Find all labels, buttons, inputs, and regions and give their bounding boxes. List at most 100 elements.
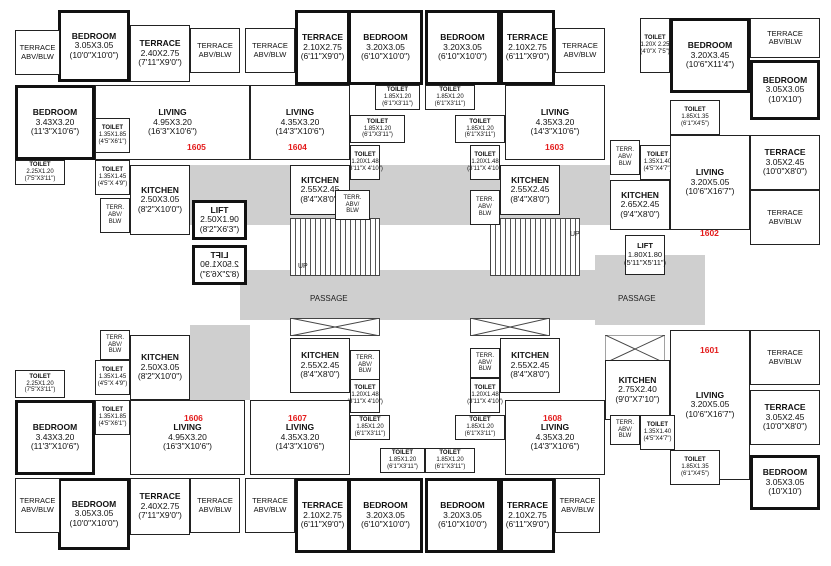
- terrace-abv-text: TERRACE: [197, 41, 233, 51]
- room-dim: 1.85X1.20: [383, 94, 412, 101]
- terr-abv-blw: TERR.ABV/BLW: [350, 350, 380, 380]
- room-imp: (10'X10'): [768, 486, 802, 497]
- terr-abv-text: ABV/: [108, 341, 122, 348]
- terrace-abv-text: ABV/BLW: [21, 51, 54, 61]
- room-name: TERRACE: [506, 32, 549, 43]
- room-name: TERRACE: [301, 32, 344, 43]
- room-name: KITCHEN: [141, 184, 179, 195]
- terr-abv-text: TERR.: [356, 354, 374, 361]
- room-dim: 2.25X1.20: [26, 169, 54, 176]
- room-name: LIVING: [540, 107, 570, 118]
- room-name: LIVING: [540, 422, 570, 433]
- room-imp: (6'1"X3'11"): [434, 463, 466, 470]
- room-name: TOILET: [644, 35, 666, 42]
- room-dim: 3.20X3.45: [690, 49, 730, 60]
- terrace-abv-text: TERRACE: [559, 496, 596, 506]
- terrace-abv-text: ABV/BLW: [198, 49, 232, 59]
- room-dim: 2.50X1.90: [200, 214, 239, 225]
- room-imp: (16'3"X10'6"): [148, 126, 197, 137]
- room-imp: (3'11"X 4'10"): [467, 165, 503, 172]
- room-imp: (14'3"X10'6"): [530, 441, 580, 452]
- room-name: BEDROOM: [687, 40, 733, 51]
- terr-abv-blw: TERR.ABV/BLW: [100, 198, 130, 233]
- room-imp: (14'3"X10'6"): [275, 126, 325, 137]
- room-dim: 1.35X1.40: [643, 429, 672, 436]
- terr-abv-blw: TERR.ABV/BLW: [470, 348, 500, 378]
- room-imp: (4'5"X4'7"): [643, 435, 672, 442]
- room-dim: 1.85X1.20: [436, 94, 464, 101]
- room-imp: (9'4"X8'0"): [620, 208, 660, 219]
- room-imp: (8'4"X8'0"): [300, 369, 340, 380]
- lobby-lower: [190, 325, 250, 400]
- room-name: BEDROOM: [440, 32, 485, 43]
- room-imp: (6'1"X3'11"): [387, 463, 418, 470]
- room-imp: (10'6"X11'4"): [685, 59, 735, 70]
- room-imp: (6'10"X10'0"): [361, 519, 410, 530]
- terr-abv-text: ABV/: [478, 359, 492, 366]
- flat-number-1604: 1604: [288, 142, 307, 152]
- passage-label-right: PASSAGE: [618, 294, 656, 303]
- terrace-abv-text: TERRACE: [19, 496, 56, 506]
- room-dim: 3.43X3.20: [35, 431, 75, 442]
- room-name: BEDROOM: [762, 467, 808, 478]
- room-imp: (16'3"X10'6"): [163, 441, 212, 452]
- room-dim: 1.20X1.48: [351, 159, 379, 166]
- room-imp: (14'3"X10'6"): [530, 126, 580, 137]
- room-name: TOILET: [391, 450, 414, 457]
- room-dim: 2.10X2.75: [508, 41, 547, 52]
- room-dim: 3.05X3.05: [74, 40, 114, 51]
- room-name: TOILET: [101, 407, 124, 414]
- room-imp: (6'1"X3'11"): [362, 132, 393, 139]
- room-dim: 3.05X2.45: [765, 156, 805, 167]
- terr-abv-text: BLW: [358, 368, 372, 375]
- terrace-abv-text: TERRACE: [252, 41, 288, 51]
- room-dim: 2.55X2.45: [510, 359, 550, 370]
- room-dim: 2.10X2.75: [508, 509, 547, 520]
- terrace-abv-text: ABV/BLW: [768, 216, 802, 226]
- room-imp: (6'1"X3'11"): [464, 430, 496, 437]
- room-dim: 3.20X5.05: [690, 176, 730, 187]
- room-dim: 3.20X3.05: [366, 509, 405, 520]
- terr-abv-blw: TERR.ABV/BLW: [610, 140, 640, 175]
- room-name: TOILET: [354, 152, 376, 159]
- room-dim: 1.35X1.40: [643, 159, 672, 166]
- room-name: LIVING: [695, 389, 725, 400]
- duct-right-cross: [470, 318, 550, 336]
- room-imp: (8'2"X10'0"): [137, 371, 183, 382]
- room-imp: (3'11"X 4'10"): [347, 398, 383, 405]
- room-imp: (3'11"X 4'10"): [467, 398, 503, 405]
- terr-abv-text: TERR.: [616, 147, 634, 154]
- terr-abv-text: ABV/: [478, 204, 492, 211]
- flat-number-1605: 1605: [187, 142, 206, 152]
- room-imp: (10'0"X10'0"): [69, 49, 119, 60]
- terr-abv-blw: TERR.ABV/BLW: [610, 415, 640, 445]
- room-imp: (7'5"X3'11"): [24, 387, 56, 394]
- room-name: TOILET: [474, 385, 496, 392]
- room-dim: 1.20X1.48: [471, 159, 499, 166]
- room-name: KITCHEN: [511, 350, 549, 361]
- room-name: TOILET: [439, 87, 461, 94]
- room-dim: 1.35X1.85: [98, 132, 127, 139]
- room-imp: (5'11"X5'11"): [623, 258, 667, 268]
- room-name: TOILET: [101, 125, 124, 132]
- terrace-abv-text: ABV/BLW: [563, 49, 597, 59]
